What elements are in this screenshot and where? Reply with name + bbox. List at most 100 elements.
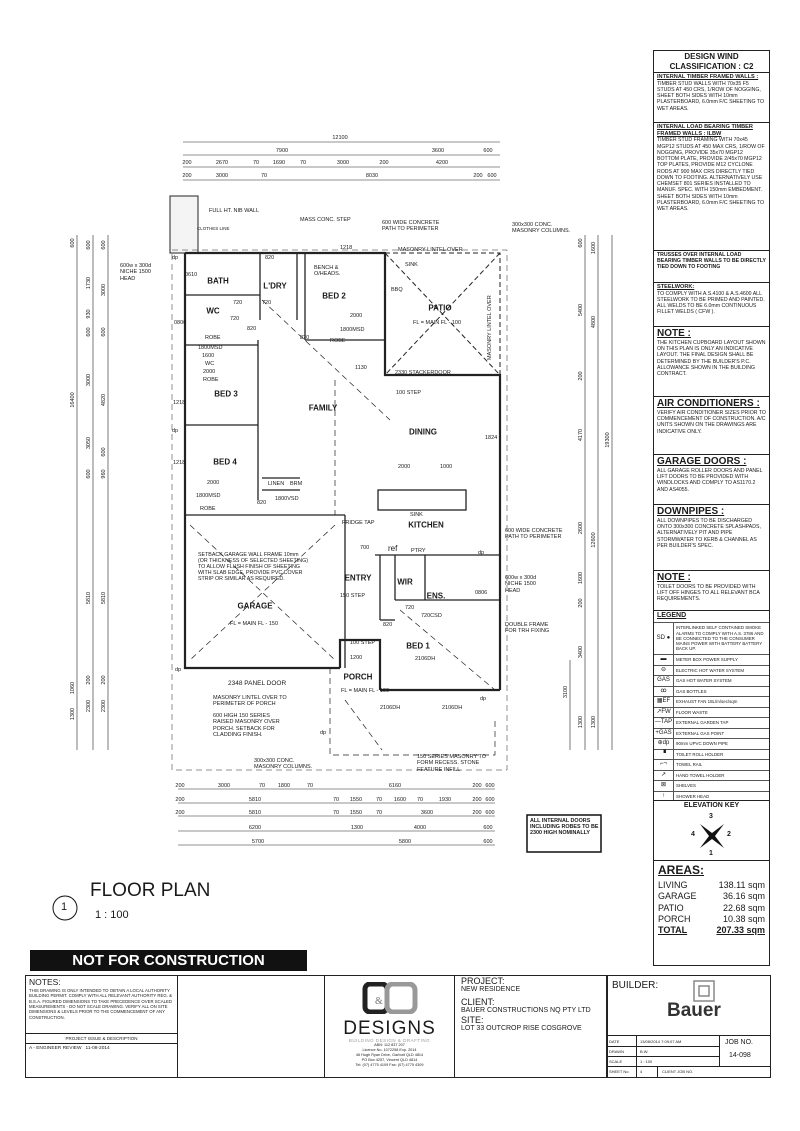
sheet-value: 4	[640, 1069, 643, 1074]
dim: 600	[487, 173, 497, 179]
dim: 600	[483, 839, 493, 845]
dim: 200	[101, 675, 107, 685]
client-job-label: CLIENT JOB NO.	[662, 1069, 694, 1074]
dim: 70	[299, 160, 307, 166]
dim: 1060	[70, 681, 76, 695]
label: 820	[265, 255, 275, 261]
dim: 200	[182, 173, 192, 179]
dim: 600	[578, 238, 584, 248]
dim: 1800	[277, 783, 291, 789]
elevation-key-icon	[700, 824, 724, 848]
label: 1218	[173, 460, 186, 466]
label: dp	[175, 667, 182, 673]
dim: 200	[379, 160, 389, 166]
issue-heading: PROJECT ISSUE & DESCRIPTION	[26, 1033, 177, 1044]
dim: 70	[306, 783, 314, 789]
label: 2000	[350, 313, 363, 319]
label: dp	[478, 550, 485, 556]
dim: 1690	[272, 160, 286, 166]
issue-description: A - ENGINEER REVIEW	[29, 1046, 82, 1051]
dim: 1930	[438, 797, 452, 803]
dim: 6200	[248, 825, 262, 831]
dim: 5810	[86, 591, 92, 605]
section-text: VERIFY AIR CONDITIONER SIZES PRIOR TO CO…	[657, 410, 766, 435]
note: 300x300 CONC. MASONRY COLUMNS.	[512, 222, 571, 235]
dim: 1600	[578, 571, 584, 585]
label: 100 STEP	[350, 640, 376, 646]
dim: 4000	[413, 825, 427, 831]
label: BRM	[290, 481, 303, 487]
section-text: SHEET BOTH SIDES WITH 10mm PLASTERBOARD,…	[657, 193, 765, 212]
legend-item: ⊖ELECTRIC HOT WATER SYSTEM	[654, 664, 769, 675]
project-value: NEW RESIDENCE	[461, 986, 521, 993]
client-label: CLIENT:	[461, 997, 495, 1007]
toilet-roll-icon: ▝	[654, 749, 674, 759]
dim: 960	[101, 469, 107, 479]
dim: 8030	[365, 173, 379, 179]
room-entry: ENTRY	[344, 573, 372, 583]
note: BENCH & O/HEADS.	[314, 265, 341, 278]
dim: 200	[472, 797, 482, 803]
side-dimension-lines	[76, 235, 613, 750]
dim: 16400	[70, 392, 76, 408]
dim: 1300	[70, 707, 76, 721]
dim: 12100	[332, 135, 348, 141]
section-text: ALL DOWNPIPES TO BE DISCHARGED ONTO 300x…	[657, 518, 761, 549]
label: 0610	[185, 272, 198, 278]
dim: 4820	[101, 393, 107, 407]
label: 820	[247, 326, 257, 332]
bottom-dimension-lines	[178, 788, 495, 846]
label: ROBE	[203, 377, 219, 383]
floor-plan-drawing	[52, 141, 613, 921]
label: 1130	[355, 365, 367, 371]
dim: 3400	[578, 645, 584, 659]
internal-walls	[185, 253, 500, 668]
label: 1800MSD	[198, 345, 223, 351]
dim: 70	[260, 173, 268, 179]
site-value: LOT 33 OUTCROP RISE COSGROVE	[461, 1025, 582, 1032]
room-garage: GARAGE	[237, 601, 273, 611]
job-number-value: 14-098	[729, 1052, 751, 1059]
label: PTRY	[411, 548, 426, 554]
label: 2106DH	[415, 656, 436, 662]
dim: 70	[375, 810, 383, 816]
section-heading: STEELWORK:	[657, 284, 695, 290]
dim: 600	[86, 240, 92, 250]
dim: 70	[332, 810, 340, 816]
dim: 70	[416, 797, 424, 803]
label: 820	[383, 622, 393, 628]
label: 1200	[350, 655, 363, 661]
label: 1824	[485, 435, 498, 441]
legend-item: ↑SHOWER HEAD	[654, 790, 769, 800]
dim: 5800	[398, 839, 412, 845]
label: 2106DH	[380, 705, 401, 711]
section-heading: AIR CONDITIONERS :	[657, 398, 760, 409]
note: MASONRY LINTEL OVER TO PERIMETER OF PORC…	[213, 695, 287, 708]
dim: 200	[578, 371, 584, 381]
label: 0806	[475, 590, 488, 596]
legend-item: ⌐¬TOWEL RAIL	[654, 759, 769, 770]
section-heading: INTERNAL LOAD BEARING TIMBER FRAMED WALL…	[657, 124, 753, 137]
down-pipe-icon: ⊕dp	[654, 739, 674, 749]
electric-hot-water-icon: ⊖	[654, 665, 674, 675]
label: 1800MSD	[196, 493, 221, 499]
section-text: ALL GARAGE ROLLER DOORS AND PANEL LIFT D…	[657, 468, 763, 493]
label: LINEN	[268, 481, 285, 487]
dim: 3600	[420, 810, 434, 816]
dim: 70	[332, 797, 340, 803]
dim: 200	[175, 783, 185, 789]
dim: 1730	[86, 276, 92, 290]
date-label: DATE	[609, 1039, 620, 1044]
company-licence: Licence No. 1072258 Exp. 2014	[362, 1047, 417, 1052]
specification-panel: DESIGN WIND CLASSIFICATION : C2 INTERNAL…	[653, 50, 770, 966]
label: 2000	[207, 480, 220, 486]
label: 720	[405, 605, 415, 611]
elevation-3: 3	[709, 813, 713, 820]
label: WC	[205, 361, 215, 367]
date-value: 13/08/2014 7:09:07 AM	[640, 1039, 682, 1044]
room-laundry: L'DRY	[263, 281, 287, 291]
drawn-value: B.W.	[640, 1049, 649, 1054]
